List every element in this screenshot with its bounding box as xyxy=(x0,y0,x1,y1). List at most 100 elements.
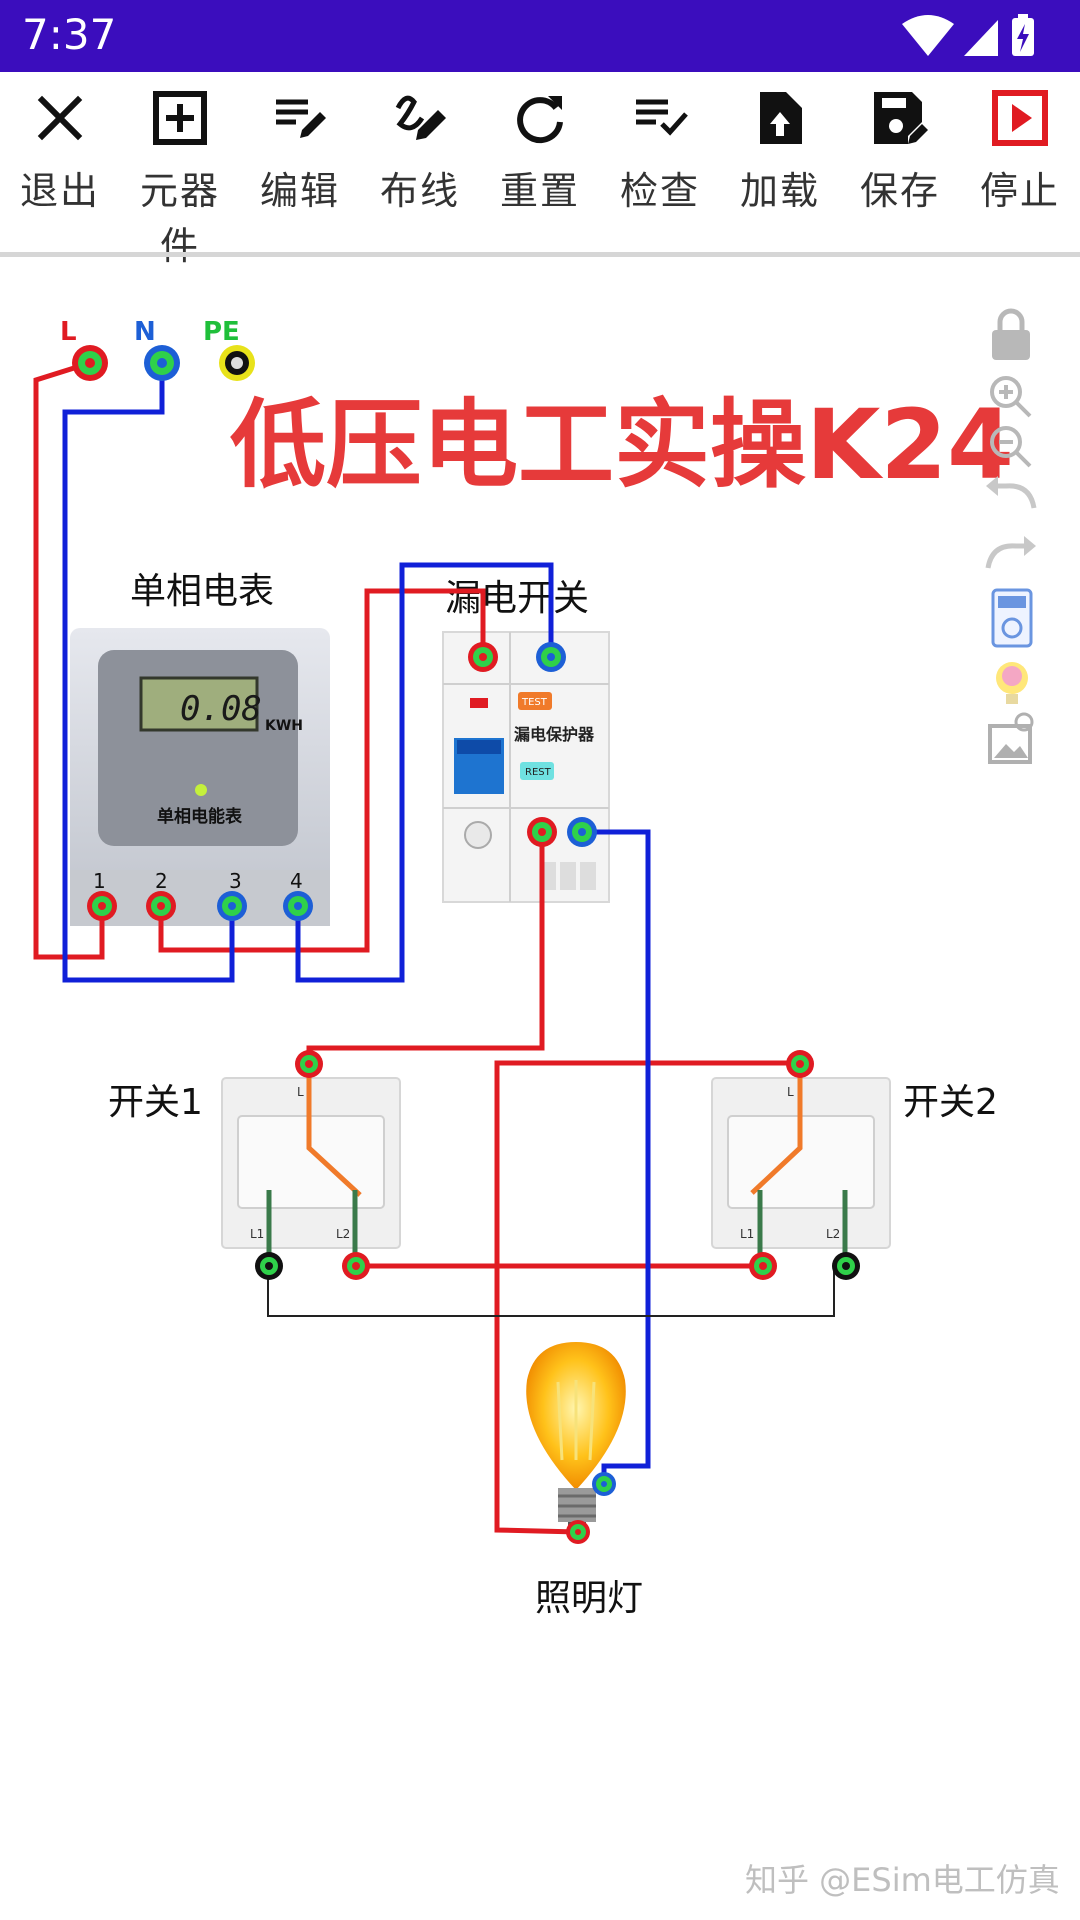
switch1-caption: 开关1 xyxy=(108,1082,203,1123)
undo-icon[interactable] xyxy=(986,476,1037,509)
switch1-contact xyxy=(306,1064,362,1197)
meter-caption: 单相电表 xyxy=(130,571,274,612)
breaker-caption: 漏电开关 xyxy=(445,578,589,619)
save-button[interactable]: 保存 xyxy=(845,90,955,240)
close-icon xyxy=(37,95,83,141)
stop-button[interactable]: 停止 xyxy=(965,90,1075,240)
reset-button[interactable]: 重置 xyxy=(485,90,595,240)
watermark: 知乎 @ESim电工仿真 xyxy=(745,1861,1060,1899)
exit-button[interactable]: 退出 xyxy=(5,90,115,240)
switch1-l2-label: L2 xyxy=(336,1227,350,1241)
breaker-terminal-in-n xyxy=(536,642,566,672)
add-box-icon xyxy=(153,91,207,145)
status-icons xyxy=(902,14,1034,56)
wiring-label: 布线 xyxy=(379,169,460,213)
terminal-l-label: L xyxy=(60,317,77,347)
switch2-l-label: L xyxy=(787,1085,794,1099)
terminal-l xyxy=(72,345,108,381)
save-label: 保存 xyxy=(859,169,940,213)
edit-label: 编辑 xyxy=(259,169,340,213)
draw-icon xyxy=(395,95,446,140)
toolbar: 退出 元器件 编辑 布线 重置 检查 加载 保存 停止 xyxy=(0,72,1080,268)
breaker-terminal-out-n xyxy=(567,817,597,847)
terminal-pe xyxy=(219,345,255,381)
canvas-title: 低压电工实操K24 xyxy=(230,389,1014,501)
leakage-breaker[interactable]: TEST 漏电保护器 REST xyxy=(442,631,610,903)
traveler-wire-black xyxy=(267,1266,835,1317)
wifi-icon xyxy=(902,15,954,56)
switch1-l1-label: L1 xyxy=(250,1227,264,1241)
meter-terminal-3 xyxy=(217,891,247,921)
meter-terminal-2-label: 2 xyxy=(155,869,168,893)
meter-terminal-2 xyxy=(146,891,176,921)
meter-terminal-4-label: 4 xyxy=(290,869,303,893)
breaker-terminal-in-l xyxy=(468,642,498,672)
switch2-contact xyxy=(750,1064,803,1195)
multimeter-icon[interactable] xyxy=(991,588,1033,648)
exit-label: 退出 xyxy=(19,169,100,213)
neutral-wire-source-to-meter xyxy=(62,363,235,983)
switch2-l2-label: L2 xyxy=(826,1227,840,1241)
meter-terminal-1-label: 1 xyxy=(93,869,106,893)
neutral-wire-meter-to-breaker xyxy=(295,562,554,983)
load-label: 加载 xyxy=(739,169,820,213)
components-label: 元器件 xyxy=(139,169,220,268)
zoom-out-icon[interactable] xyxy=(990,426,1032,468)
image-icon[interactable] xyxy=(988,712,1034,764)
wires xyxy=(33,360,848,1535)
terminals[interactable] xyxy=(72,345,860,1544)
check-label: 检查 xyxy=(619,169,700,213)
switch2-terminal-l2 xyxy=(832,1252,860,1280)
breaker-reset-label: REST xyxy=(525,767,552,778)
status-time: 7:37 xyxy=(22,10,117,59)
terminal-pe-label: PE xyxy=(203,317,240,347)
meter-terminal-3-label: 3 xyxy=(229,869,242,893)
switch2-terminal-l1 xyxy=(749,1252,777,1280)
refresh-icon xyxy=(517,96,563,144)
components-button[interactable]: 元器件 xyxy=(125,90,235,268)
terminal-n-label: N xyxy=(134,317,156,347)
switch1-terminal-l xyxy=(295,1050,323,1078)
toolbar-divider xyxy=(0,252,1080,257)
stop-play-icon xyxy=(992,90,1048,146)
meter-name: 单相电能表 xyxy=(157,806,243,827)
meter-unit: KWH xyxy=(265,718,303,734)
switch1-terminal-l1 xyxy=(255,1252,283,1280)
switch2-caption: 开关2 xyxy=(903,1082,998,1123)
lamp-caption: 照明灯 xyxy=(535,1578,643,1619)
check-button[interactable]: 检查 xyxy=(605,90,715,240)
breaker-name: 漏电保护器 xyxy=(514,725,595,744)
breaker-test-label: TEST xyxy=(521,697,548,708)
battery-icon xyxy=(1012,14,1034,56)
live-wire-source-to-meter xyxy=(33,360,105,960)
live-wire-meter-to-breaker xyxy=(158,588,486,953)
meter-display: 0.08 xyxy=(180,689,262,729)
meter-terminal-4 xyxy=(283,891,313,921)
meter-terminal-1 xyxy=(87,891,117,921)
redo-icon[interactable] xyxy=(985,536,1036,569)
save-edit-icon xyxy=(874,92,928,144)
reset-label: 重置 xyxy=(499,169,580,213)
stop-label: 停止 xyxy=(979,169,1060,213)
lamp-terminal-n xyxy=(592,1472,616,1496)
switch2-l1-label: L1 xyxy=(740,1227,754,1241)
switch1-l-label: L xyxy=(297,1085,304,1099)
wiring-button[interactable]: 布线 xyxy=(365,90,475,240)
status-bar: 7:37 xyxy=(0,0,1080,72)
circuit-canvas[interactable]: 低压电工实操K24 L N PE 单相电表 0.08 KWH 单相电能表 1 2… xyxy=(0,257,1080,1920)
load-button[interactable]: 加载 xyxy=(725,90,835,240)
edit-list-icon xyxy=(276,99,326,138)
lamp-terminal-l xyxy=(566,1520,590,1544)
terminal-n xyxy=(144,345,180,381)
checklist-icon xyxy=(636,99,688,136)
switch2-terminal-l xyxy=(786,1050,814,1078)
bulb-icon[interactable] xyxy=(996,662,1028,704)
switch1-terminal-l2 xyxy=(342,1252,370,1280)
single-phase-meter[interactable]: 0.08 KWH 单相电能表 1 2 3 4 xyxy=(70,628,330,926)
lamp[interactable] xyxy=(526,1342,626,1532)
lock-icon[interactable] xyxy=(992,308,1030,360)
edit-button[interactable]: 编辑 xyxy=(245,90,355,240)
breaker-terminal-out-l xyxy=(527,817,557,847)
side-tools xyxy=(985,308,1037,764)
zoom-in-icon[interactable] xyxy=(990,376,1032,418)
